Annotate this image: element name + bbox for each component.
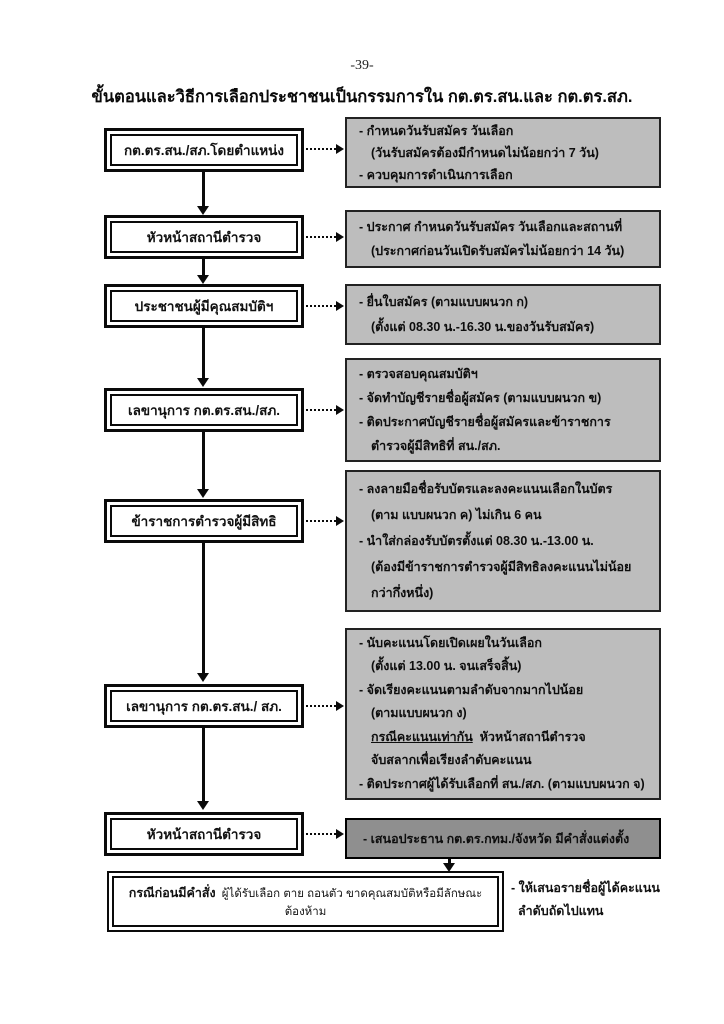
actor-label-1: กต.ตร.สน./สภ.โดยตำแหน่ง (110, 134, 298, 166)
detail-box-4: - ตรวจสอบคุณสมบัติฯ - จัดทำบัญชีรายชื่อผ… (345, 358, 661, 462)
detail-line: (ตั้งแต่ 13.00 น. จนเสร็จสิ้น) (371, 659, 522, 674)
tie-case-rest: หัวหน้าสถานีตำรวจ (472, 729, 586, 744)
detail-box-6: - นับคะแนนโดยเปิดเผยในวันเลือก (ตั้งแต่ … (345, 628, 661, 800)
dotted-arrow-head-4 (336, 405, 344, 415)
dotted-arrow-6 (306, 705, 336, 707)
flow-connector-4 (202, 432, 205, 490)
detail-line: ตำรวจผู้มีสิทธิที่ สน./สภ. (371, 439, 501, 453)
replacement-note-line: ลำดับถัดไปแทน (518, 904, 604, 918)
actor-box-6: เลขานุการ กต.ตร.สน./ สภ. (104, 684, 304, 728)
dotted-arrow-2 (306, 236, 336, 238)
dotted-arrow-head-1 (336, 144, 344, 154)
actor-label-6: เลขานุการ กต.ตร.สน./ สภ. (110, 690, 298, 722)
detail-line: - กำหนดวันรับสมัคร วันเลือก (359, 123, 514, 138)
detail-box-5: - ลงลายมือชื่อรับบัตรและลงคะแนนเลือกในบั… (345, 470, 661, 612)
dotted-arrow-3 (306, 305, 336, 307)
detail-line: - เสนอประธาน กต.ตร.กทม./จังหวัด มีคำสั่ง… (363, 831, 630, 846)
detail-line-tie-case: กรณีคะแนนเท่ากัน หัวหน้าสถานีตำรวจ (359, 726, 653, 750)
appointment-box: - เสนอประธาน กต.ตร.กทม./จังหวัด มีคำสั่ง… (345, 818, 661, 859)
dotted-arrow-7 (306, 833, 336, 835)
detail-box-1: - กำหนดวันรับสมัคร วันเลือก (วันรับสมัคร… (345, 117, 661, 188)
detail-line: (ประกาศก่อนวันเปิดรับสมัครไม่น้อยกว่า 14… (371, 244, 625, 258)
dotted-arrow-head-5 (336, 516, 344, 526)
detail-line: (ตาม แบบผนวก ค) ไม่เกิน 6 คน (371, 508, 542, 522)
exception-box: กรณีก่อนมีคำสั่ง ผู้ได้รับเลือก ตาย ถอนต… (107, 871, 504, 932)
dotted-arrow-1 (306, 148, 336, 150)
actor-box-2: หัวหน้าสถานีตำรวจ (104, 215, 304, 259)
exception-rest: ผู้ได้รับเลือก ตาย ถอนตัว ขาดคุณสมบัติหร… (218, 887, 483, 918)
actor-label-4: เลขานุการ กต.ตร.สน./สภ. (110, 394, 298, 426)
dotted-arrow-4 (306, 409, 336, 411)
detail-box-3: - ยื่นใบสมัคร (ตามแบบผนวก ก) (ตั้งแต่ 08… (345, 284, 661, 345)
dotted-arrow-head-3 (336, 301, 344, 311)
actor-label-2: หัวหน้าสถานีตำรวจ (110, 221, 298, 253)
down-arrow-final (443, 863, 455, 872)
exception-text: กรณีก่อนมีคำสั่ง ผู้ได้รับเลือก ตาย ถอนต… (112, 876, 499, 927)
page-number: -39- (350, 58, 374, 73)
actor-box-7: หัวหน้าสถานีตำรวจ (104, 812, 304, 856)
flow-connector-3 (202, 328, 205, 379)
flow-connector-6 (202, 728, 205, 802)
actor-box-3: ประชาชนผู้มีคุณสมบัติฯ (104, 284, 304, 328)
exception-lead: กรณีก่อนมีคำสั่ง (128, 885, 216, 900)
detail-line: - จัดเรียงคะแนนตามลำดับจากมากไปน้อย (359, 682, 584, 697)
actor-label-3: ประชาชนผู้มีคุณสมบัติฯ (110, 290, 298, 322)
detail-line: - ติดประกาศบัญชีรายชื่อผู้สมัครและข้าราช… (359, 415, 611, 429)
actor-label-7: หัวหน้าสถานีตำรวจ (110, 818, 298, 850)
detail-line: - ตรวจสอบคุณสมบัติฯ (359, 367, 478, 381)
detail-line: - จัดทำบัญชีรายชื่อผู้สมัคร (ตามแบบผนวก … (359, 391, 602, 405)
detail-line: - นำใส่กล่องรับบัตรตั้งแต่ 08.30 น.-13.0… (359, 534, 594, 548)
dotted-arrow-head-6 (336, 701, 344, 711)
actor-label-5: ข้าราชการตำรวจผู้มีสิทธิ (110, 505, 298, 537)
detail-line: - ยื่นใบสมัคร (ตามแบบผนวก ก) (359, 294, 529, 309)
detail-line: - นับคะแนนโดยเปิดเผยในวันเลือก (359, 635, 542, 650)
actor-box-5: ข้าราชการตำรวจผู้มีสิทธิ (104, 499, 304, 543)
detail-line: กว่ากึ่งหนึ่ง) (371, 586, 434, 600)
dotted-arrow-head-7 (336, 829, 344, 839)
dotted-arrow-5 (306, 520, 336, 522)
detail-line: - ประกาศ กำหนดวันรับสมัคร วันเลือกและสถา… (359, 220, 623, 234)
down-arrow-4 (197, 489, 209, 498)
down-arrow-2 (197, 275, 209, 284)
detail-line: - ติดประกาศผู้ได้รับเลือกที่ สน./สภ. (ตา… (359, 776, 645, 791)
detail-box-2: - ประกาศ กำหนดวันรับสมัคร วันเลือกและสถา… (345, 210, 661, 268)
flow-connector-final (448, 859, 451, 864)
detail-line: (ต้องมีข้าราชการตำรวจผู้มีสิทธิลงคะแนนไม… (371, 560, 632, 574)
actor-box-1: กต.ตร.สน./สภ.โดยตำแหน่ง (104, 128, 304, 172)
replacement-note: - ให้เสนอรายชื่อผู้ได้คะแนน ลำดับถัดไปแท… (511, 877, 661, 923)
detail-line: จับสลากเพื่อเรียงลำดับคะแนน (371, 753, 532, 768)
down-arrow-1 (197, 206, 209, 215)
down-arrow-5 (197, 673, 209, 682)
flow-connector-5 (202, 543, 205, 674)
tie-case-underlined: กรณีคะแนนเท่ากัน (371, 729, 473, 744)
detail-line: (ตั้งแต่ 08.30 น.-16.30 น.ของวันรับสมัคร… (371, 319, 595, 334)
down-arrow-3 (197, 378, 209, 387)
detail-line: - ลงลายมือชื่อรับบัตรและลงคะแนนเลือกในบั… (359, 482, 613, 496)
down-arrow-6 (197, 801, 209, 810)
flow-connector-2 (202, 259, 205, 276)
actor-box-4: เลขานุการ กต.ตร.สน./สภ. (104, 388, 304, 432)
flowchart-title: ขั้นตอนและวิธีการเลือกประชาชนเป็นกรรมการ… (91, 88, 633, 106)
flow-connector-1 (202, 172, 205, 207)
detail-line: (วันรับสมัครต้องมีกำหนดไม่น้อยกว่า 7 วัน… (371, 145, 599, 160)
detail-line: - ควบคุมการดำเนินการเลือก (359, 167, 513, 182)
dotted-arrow-head-2 (336, 232, 344, 242)
detail-line: (ตามแบบผนวก ง) (371, 706, 467, 721)
replacement-note-line: - ให้เสนอรายชื่อผู้ได้คะแนน (511, 881, 660, 895)
